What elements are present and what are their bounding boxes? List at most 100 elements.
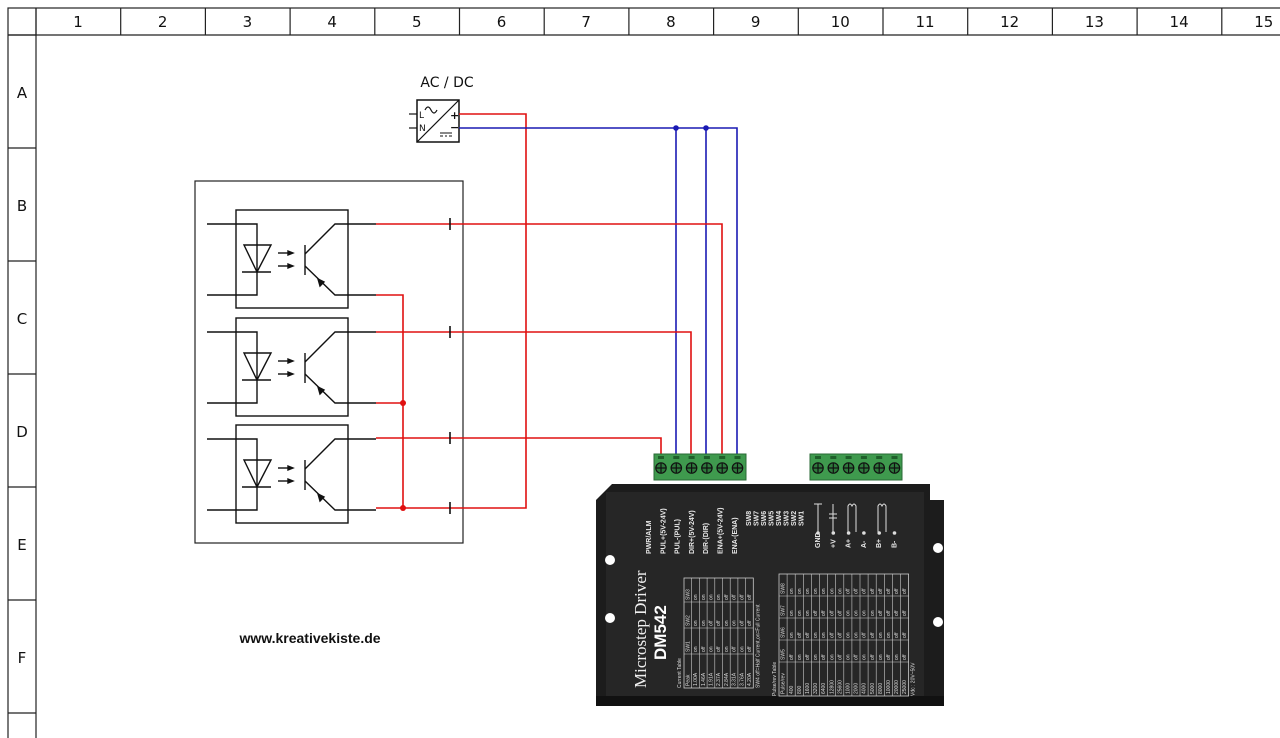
terminal-slot [860,456,867,459]
row-header: C [17,310,27,328]
table-cell: off [837,610,843,616]
row-header: D [16,423,28,441]
table-cell: off [805,632,811,638]
signal-terminal-label: ENA-(ENA) [732,517,739,554]
table-cell: on [821,632,827,638]
dc-symbol-icon [440,132,452,137]
table-cell: off [902,588,908,594]
column-header: 3 [243,13,253,31]
column-header: 2 [158,13,168,31]
table-cell: on [837,588,843,594]
signal-terminal-label: DIR-(DIR) [703,523,710,554]
column-header: 13 [1085,13,1104,31]
power-supply-title: AC / DC [420,75,474,91]
table-cell: 1.91A [708,672,714,686]
table-title: Current Table [677,658,683,688]
row-header: A [17,84,28,102]
table-cell: off [829,632,835,638]
table-cell: on [789,610,795,616]
table-cell: 3.76A [739,672,745,686]
table-cell: on [878,632,884,638]
table-cell: off [747,646,753,652]
row-header: B [17,197,27,215]
table-cell: off [747,620,753,626]
table-cell: on [878,654,884,660]
table-cell: 20000 [894,680,900,694]
table-cell: off [902,610,908,616]
switch-label: SW2 [791,511,798,526]
table-cell: off [805,654,811,660]
table-cell: on [693,620,699,626]
table-cell: 25600 [837,680,843,694]
column-header: 10 [831,13,850,31]
table-cell: off [829,610,835,616]
table-cell: off [724,594,730,600]
table-cell: on [821,588,827,594]
driver-model: DM542 [651,605,670,660]
table-cell: off [894,588,900,594]
table-cell: off [862,588,868,594]
table-cell: on [862,610,868,616]
column-header: 8 [666,13,676,31]
wiring [376,113,738,514]
table-cell: off [739,594,745,600]
table-cell: on [805,588,811,594]
terminal-slot [734,456,741,459]
table-cell: off [878,610,884,616]
table-cell: on [797,610,803,616]
table-cell: off [886,588,892,594]
table-cell: on [813,654,819,660]
signal-terminal-label: PWR/ALM [646,520,653,554]
power-terminal-label: B+ [876,539,883,548]
table-cell: on [732,620,738,626]
table-cell: off [813,610,819,616]
table-cell: 2.37A [716,672,722,686]
table-header: SW8 [781,583,787,594]
table-cell: off [837,632,843,638]
table-cell: on [829,588,835,594]
terminal-slot [876,456,883,459]
column-header: 5 [412,13,422,31]
table-cell: off [886,654,892,660]
ac-wave-icon [424,106,438,114]
terminal-slot [673,456,680,459]
table-cell: 10000 [886,680,892,694]
table-cell: off [870,588,876,594]
power-terminal-label: A- [861,540,868,548]
table-cell: off [837,654,843,660]
table-cell: off [701,646,707,652]
table-cell: on [894,654,900,660]
table-cell: 3200 [813,683,819,694]
terminal-slot [658,456,664,459]
optocoupler [207,424,376,524]
table-cell: on [693,646,699,652]
column-header: 7 [581,13,591,31]
table-cell: on [845,610,851,616]
signal-terminal-label: ENA+(5V-24V) [718,508,725,555]
terminal-slot [891,456,898,459]
column-header: 11 [915,13,934,31]
terminal-slot [830,456,837,459]
table-cell: 25000 [902,680,908,694]
table-cell: on [724,646,730,652]
terminal-slot [815,456,821,459]
table-cell: 3.31A [732,672,738,686]
table-cell: off [854,588,860,594]
wire-emitter-common [376,294,404,508]
table-cell: 8000 [878,683,884,694]
wire-dir [376,331,692,462]
table-cell: on [701,620,707,626]
switch-label: SW6 [761,511,768,526]
table-cell: on [845,632,851,638]
column-header: 1 [73,13,83,31]
terminal-slot [703,456,710,459]
terminal-slot [688,456,695,459]
table-cell: off [747,594,753,600]
wire-pul [376,437,662,462]
wire-ena [376,223,723,462]
table-cell: 1.00A [693,672,699,686]
table-cell: on [797,588,803,594]
terminal-slot [719,456,726,459]
signal-terminal-label: PUL-(PUL) [675,519,682,554]
